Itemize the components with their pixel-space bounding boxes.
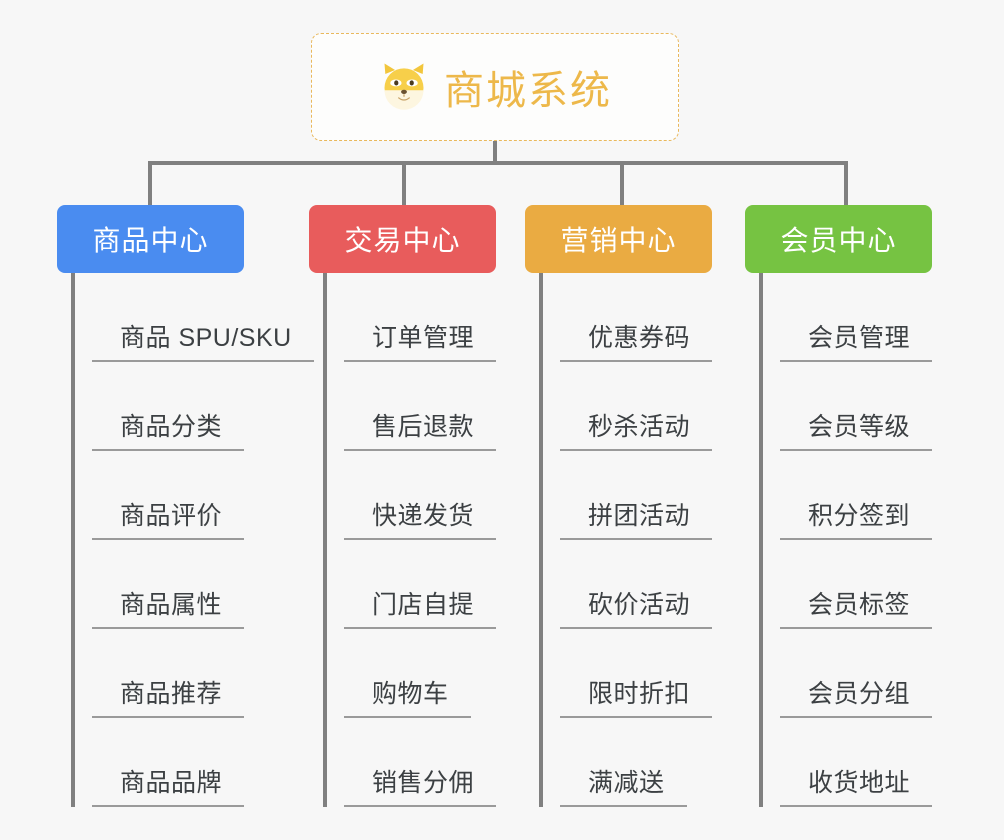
leaf-underline: 门店自提 bbox=[344, 585, 497, 629]
leaf-underline: 拼团活动 bbox=[560, 496, 713, 540]
list-item[interactable]: 商品品牌 bbox=[92, 718, 337, 807]
list-item[interactable]: 商品 SPU/SKU bbox=[92, 273, 337, 362]
leaf-label: 门店自提 bbox=[372, 591, 475, 619]
leaf-underline: 会员分组 bbox=[780, 674, 933, 718]
category-label: 会员中心 bbox=[780, 225, 897, 256]
leaf-list-member-center: 会员管理 会员等级 积分签到 会员标签 会员分组 bbox=[759, 273, 995, 807]
connector-drop-product-center bbox=[148, 161, 152, 205]
shiba-dog-face-icon bbox=[378, 61, 430, 113]
leaf-label: 会员标签 bbox=[808, 591, 911, 619]
list-item[interactable]: 优惠券码 bbox=[560, 273, 775, 362]
list-item[interactable]: 满减送 bbox=[560, 718, 775, 807]
category-label: 交易中心 bbox=[344, 225, 461, 256]
list-item[interactable]: 会员分组 bbox=[780, 629, 995, 718]
leaf-label: 砍价活动 bbox=[588, 591, 691, 619]
list-item[interactable]: 会员等级 bbox=[780, 362, 995, 451]
leaf-underline: 会员管理 bbox=[780, 318, 933, 362]
leaf-label: 商品属性 bbox=[120, 591, 223, 619]
leaf-underline: 订单管理 bbox=[344, 318, 497, 362]
list-item[interactable]: 限时折扣 bbox=[560, 629, 775, 718]
leaf-underline: 秒杀活动 bbox=[560, 407, 713, 451]
connector-root-stem bbox=[493, 141, 497, 165]
leaf-underline: 会员标签 bbox=[780, 585, 933, 629]
column-marketing-center: 营销中心 优惠券码 秒杀活动 拼团活动 砍价活动 bbox=[525, 205, 775, 807]
list-item[interactable]: 购物车 bbox=[344, 629, 559, 718]
category-label: 营销中心 bbox=[560, 225, 677, 256]
leaf-label: 销售分佣 bbox=[372, 769, 475, 797]
list-item[interactable]: 收货地址 bbox=[780, 718, 995, 807]
leaf-underline: 商品分类 bbox=[92, 407, 245, 451]
leaf-underline: 砍价活动 bbox=[560, 585, 713, 629]
leaf-label: 优惠券码 bbox=[588, 324, 691, 352]
leaf-label: 商品推荐 bbox=[120, 680, 223, 708]
connector-drop-member-center bbox=[844, 161, 848, 205]
column-trade-center: 交易中心 订单管理 售后退款 快递发货 门店自提 bbox=[309, 205, 559, 807]
category-box-member-center[interactable]: 会员中心 bbox=[745, 205, 932, 273]
leaf-label: 会员等级 bbox=[808, 413, 911, 441]
list-item[interactable]: 快递发货 bbox=[344, 451, 559, 540]
leaf-label: 商品 SPU/SKU bbox=[120, 324, 292, 352]
leaf-label: 商品分类 bbox=[120, 413, 223, 441]
list-item[interactable]: 商品推荐 bbox=[92, 629, 337, 718]
leaf-underline: 售后退款 bbox=[344, 407, 497, 451]
leaf-underline: 会员等级 bbox=[780, 407, 933, 451]
category-label: 商品中心 bbox=[92, 225, 209, 256]
root-title: 商城系统 bbox=[444, 69, 612, 113]
leaf-label: 商品品牌 bbox=[120, 769, 223, 797]
list-item[interactable]: 门店自提 bbox=[344, 540, 559, 629]
list-item[interactable]: 商品属性 bbox=[92, 540, 337, 629]
leaf-label: 满减送 bbox=[588, 769, 665, 797]
leaf-underline: 收货地址 bbox=[780, 763, 933, 807]
leaf-underline: 商品属性 bbox=[92, 585, 245, 629]
leaf-label: 限时折扣 bbox=[588, 680, 691, 708]
leaf-label: 收货地址 bbox=[808, 769, 911, 797]
list-item[interactable]: 商品分类 bbox=[92, 362, 337, 451]
connector-drop-marketing-center bbox=[620, 161, 624, 205]
category-box-product-center[interactable]: 商品中心 bbox=[57, 205, 244, 273]
leaf-label: 积分签到 bbox=[808, 502, 911, 530]
leaf-underline: 满减送 bbox=[560, 763, 687, 807]
leaf-label: 商品评价 bbox=[120, 502, 223, 530]
leaf-list-marketing-center: 优惠券码 秒杀活动 拼团活动 砍价活动 限时折扣 bbox=[539, 273, 775, 807]
list-item[interactable]: 售后退款 bbox=[344, 362, 559, 451]
connector-horizontal-bus bbox=[148, 161, 848, 165]
leaf-label: 快递发货 bbox=[372, 502, 475, 530]
leaf-label: 购物车 bbox=[372, 680, 449, 708]
leaf-underline: 商品推荐 bbox=[92, 674, 245, 718]
category-box-trade-center[interactable]: 交易中心 bbox=[309, 205, 496, 273]
column-member-center: 会员中心 会员管理 会员等级 积分签到 会员标签 bbox=[745, 205, 995, 807]
leaf-label: 会员分组 bbox=[808, 680, 911, 708]
leaf-label: 拼团活动 bbox=[588, 502, 691, 530]
leaf-underline: 商品评价 bbox=[92, 496, 245, 540]
column-product-center: 商品中心 商品 SPU/SKU 商品分类 商品评价 商品属性 bbox=[57, 205, 337, 807]
leaf-list-trade-center: 订单管理 售后退款 快递发货 门店自提 购物车 bbox=[323, 273, 559, 807]
list-item[interactable]: 订单管理 bbox=[344, 273, 559, 362]
leaf-underline: 优惠券码 bbox=[560, 318, 713, 362]
root-node[interactable]: 商城系统 bbox=[311, 33, 679, 141]
leaf-underline: 购物车 bbox=[344, 674, 471, 718]
list-item[interactable]: 积分签到 bbox=[780, 451, 995, 540]
leaf-underline: 销售分佣 bbox=[344, 763, 497, 807]
leaf-label: 售后退款 bbox=[372, 413, 475, 441]
leaf-underline: 限时折扣 bbox=[560, 674, 713, 718]
list-item[interactable]: 销售分佣 bbox=[344, 718, 559, 807]
list-item[interactable]: 会员标签 bbox=[780, 540, 995, 629]
leaf-label: 会员管理 bbox=[808, 324, 911, 352]
connector-drop-trade-center bbox=[402, 161, 406, 205]
list-item[interactable]: 会员管理 bbox=[780, 273, 995, 362]
category-box-marketing-center[interactable]: 营销中心 bbox=[525, 205, 712, 273]
leaf-underline: 商品品牌 bbox=[92, 763, 245, 807]
leaf-label: 秒杀活动 bbox=[588, 413, 691, 441]
leaf-underline: 积分签到 bbox=[780, 496, 933, 540]
list-item[interactable]: 砍价活动 bbox=[560, 540, 775, 629]
list-item[interactable]: 秒杀活动 bbox=[560, 362, 775, 451]
list-item[interactable]: 商品评价 bbox=[92, 451, 337, 540]
list-item[interactable]: 拼团活动 bbox=[560, 451, 775, 540]
leaf-underline: 快递发货 bbox=[344, 496, 497, 540]
leaf-underline: 商品 SPU/SKU bbox=[92, 318, 314, 362]
leaf-list-product-center: 商品 SPU/SKU 商品分类 商品评价 商品属性 商品推荐 bbox=[71, 273, 337, 807]
leaf-label: 订单管理 bbox=[372, 324, 475, 352]
